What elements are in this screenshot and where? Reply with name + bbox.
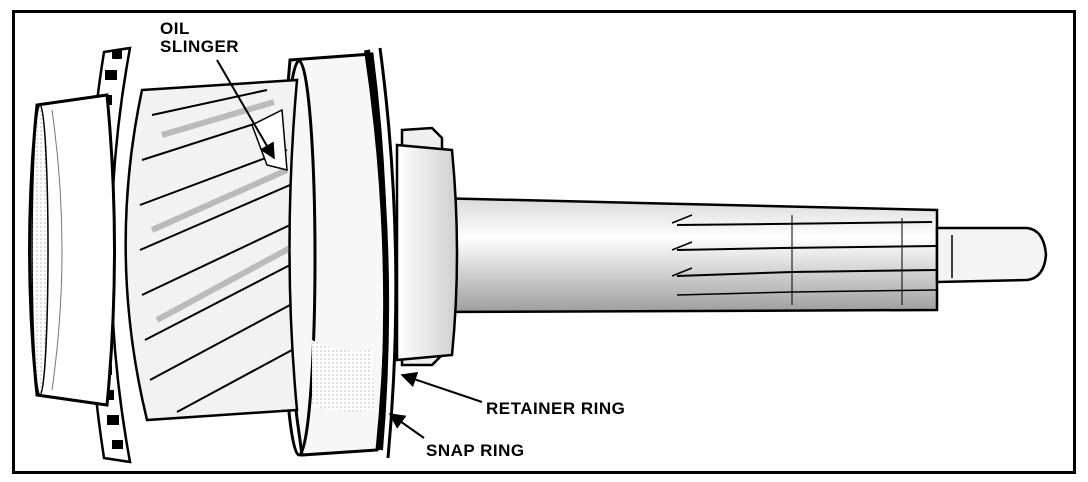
helical-gear bbox=[124, 78, 299, 422]
bearing-hub bbox=[281, 52, 388, 457]
input-shaft-diagram: OIL SLINGER RETAINER RING SNAP RING bbox=[12, 10, 1076, 474]
retainer-ring-label: RETAINER RING bbox=[486, 399, 625, 418]
snap-ring bbox=[378, 47, 398, 459]
oil-slinger-label-line2: SLINGER bbox=[160, 37, 239, 56]
snap-ring-label: SNAP RING bbox=[426, 441, 525, 460]
pilot-end bbox=[935, 226, 1048, 284]
retainer-ring-leader bbox=[400, 372, 483, 403]
front-cone bbox=[28, 93, 116, 407]
snap-ring-leader bbox=[388, 413, 425, 439]
diagram-frame: OIL SLINGER RETAINER RING SNAP RING bbox=[12, 10, 1076, 474]
bearing-journal bbox=[395, 126, 459, 367]
input-shaft bbox=[430, 196, 939, 314]
retainer-ring bbox=[364, 49, 390, 451]
oil-slinger-label-line1: OIL bbox=[160, 19, 190, 38]
oil-slinger-leader bbox=[216, 59, 275, 160]
